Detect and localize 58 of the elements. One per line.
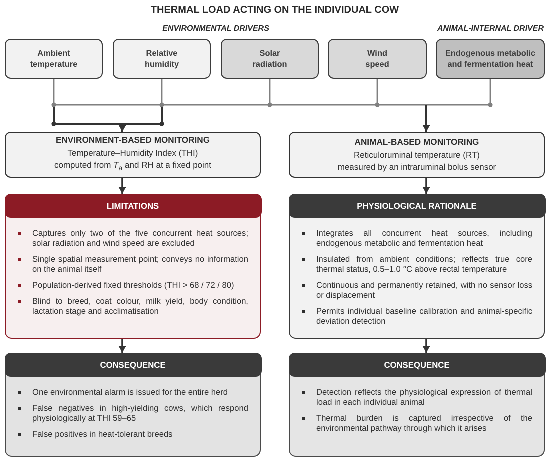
bullet-text: Detection reflects the physiological expression of thermal load in each individual animal <box>316 386 532 406</box>
bullet-text: Integrates all concurrent heat sources, including endogenous metabolic and fermentation heat <box>316 228 532 248</box>
group-heading: ANIMAL-INTERNAL DRIVER <box>437 24 544 34</box>
arrow <box>422 178 430 194</box>
bullet-text: Single spatial measurement point; conveys no information on the animal itself <box>32 254 248 274</box>
bullet-text: Permits individual baseline calibration and animal-specific deviation detection <box>316 306 532 326</box>
monitoring-heading: ANIMAL-BASED MONITORING <box>354 137 480 148</box>
driver-label: Wind speed <box>364 48 390 70</box>
driver-label: Endogenous metabolic and fermentation heat <box>444 48 537 70</box>
rationale-card <box>289 194 545 339</box>
connector-line <box>53 79 55 105</box>
driver-box <box>5 38 103 79</box>
bullet-text: Population-derived fixed thresholds (THI > 68 / 72 / 80) <box>32 280 236 290</box>
bullet-text: One environmental alarm is issued for the entire herd <box>32 386 230 396</box>
connector-line <box>426 104 490 106</box>
connector-line <box>54 104 162 106</box>
driver-label: Solar radiation <box>252 48 288 70</box>
driver-box <box>113 38 211 79</box>
driver-box <box>221 38 319 79</box>
monitoring-description: Reticuloruminal temperature (RT) measured by an intraruminal bolus sensor <box>336 149 498 173</box>
section-header: CONSEQUENCE <box>288 352 546 376</box>
bullet-text: Captures only two of the five concurrent heat sources; solar radiation and wind speed are excluded <box>32 228 248 248</box>
arrow <box>118 339 126 353</box>
monitoring-box <box>5 132 261 178</box>
driver-label: Ambient temperature <box>29 48 79 70</box>
connector-line <box>161 79 163 105</box>
section-header: LIMITATIONS <box>4 194 262 218</box>
arrow <box>118 178 126 194</box>
consequence-card <box>289 353 545 457</box>
bullet-text: False positives in heat-tolerant breeds <box>32 428 174 438</box>
bullet-text: False negatives in high-yielding cows, which respond physiologically at THI 59–65 <box>32 402 248 422</box>
arrow <box>422 339 430 353</box>
connector-line <box>269 79 271 105</box>
bullet-text: Continuous and permanently retained, with no sensor loss or displacement <box>316 280 532 300</box>
connector-line <box>162 104 270 106</box>
connector-line <box>53 105 122 125</box>
connector-line <box>376 79 378 105</box>
bullet-text: Thermal burden is captured irrespective of the environmental pathway through which it arises <box>316 412 532 432</box>
arrow <box>422 105 430 132</box>
monitoring-heading: ENVIRONMENT-BASED MONITORING <box>56 135 210 146</box>
group-heading: ENVIRONMENTAL DRIVERS <box>162 24 270 34</box>
driver-box <box>328 38 427 79</box>
connector-line <box>122 105 163 125</box>
section-header: PHYSIOLOGICAL RATIONALE <box>288 194 546 218</box>
monitoring-description: Temperature–Humidity Index (THI) computed from T$_{a}$ and RH at a fixed point <box>53 147 213 175</box>
connector-line <box>270 104 378 106</box>
arrow <box>118 124 126 132</box>
connector-line <box>378 104 426 106</box>
monitoring-box <box>289 132 545 178</box>
section-header: CONSEQUENCE <box>4 352 262 376</box>
diagram-title: THERMAL LOAD ACTING ON THE INDIVIDUAL COW <box>150 5 400 16</box>
limitations-card <box>5 194 261 339</box>
driver-box <box>436 38 545 79</box>
bullet-text: Blind to breed, coat colour, milk yield, body condition, lactation stage and acclimatisation <box>32 296 248 316</box>
connector-line <box>490 79 492 105</box>
consequence-card <box>5 353 261 457</box>
driver-label: Relative humidity <box>144 48 180 70</box>
bullet-text: Insulated from ambient conditions; reflects true core thermal status, 0.5–1.0 °C above rectal temperature <box>316 254 532 274</box>
